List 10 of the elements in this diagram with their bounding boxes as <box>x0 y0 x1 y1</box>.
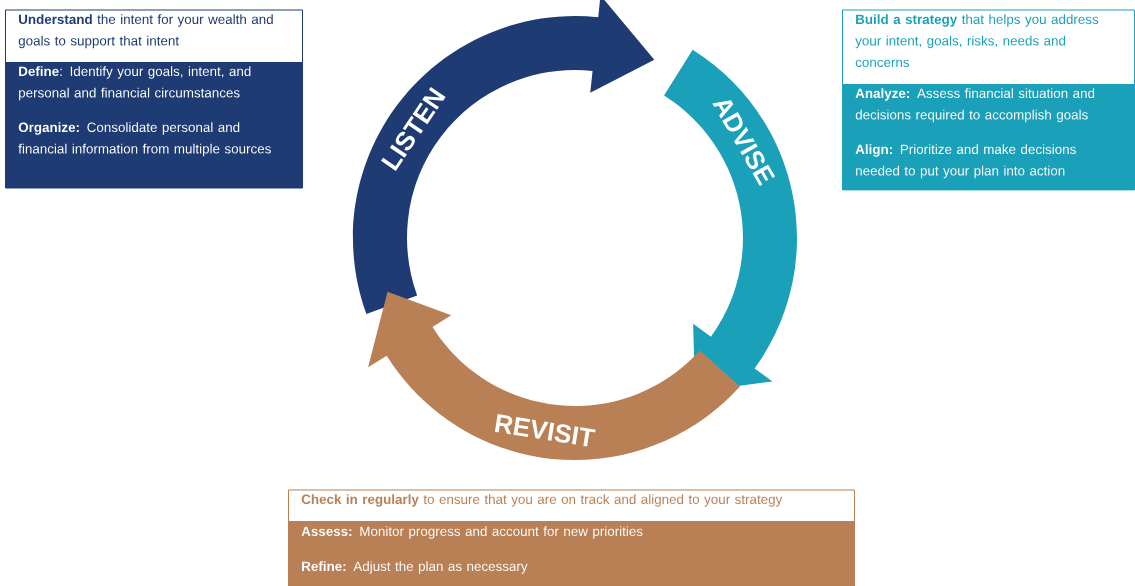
body-text: Refine: Adjust the plan as necessary <box>302 561 528 574</box>
arrow-label: REVISIT <box>494 414 596 447</box>
body-text: Assess: Monitor progress and account for new priorities <box>301 526 643 539</box>
heading-text: Understand the intent for your wealth and goals to support that intent <box>18 14 273 49</box>
body-text: Organize: Consolidate personal and financial information from multiple sources <box>18 122 271 157</box>
body-text: Analyze: Assess financial situation and decisions required to accomplish goals <box>855 88 1095 123</box>
body-text: Align: Prioritize and make decisions needed to put your plan into action <box>855 144 1076 179</box>
heading-text: Build a strategy that helps you address your intent, goals, risks, needs and concerns <box>855 14 1099 68</box>
heading-text: Check in regularly to ensure that you are on track and aligned to your strategy <box>301 494 783 507</box>
body-text: Define: Identify your goals, intent, and personal and financial circumstances <box>19 66 251 101</box>
